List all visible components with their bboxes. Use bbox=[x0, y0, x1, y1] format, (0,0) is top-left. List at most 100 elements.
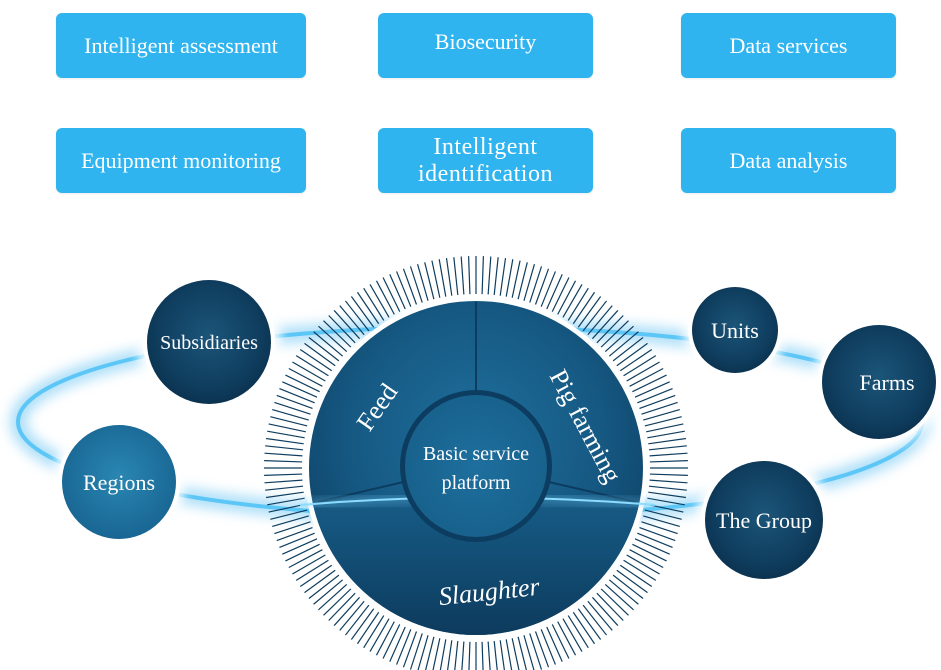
hub-tick bbox=[523, 635, 535, 670]
node-label: Units bbox=[711, 318, 759, 343]
hub-tick bbox=[643, 408, 680, 421]
node-farms: Farms bbox=[813, 316, 941, 448]
hub-tick bbox=[288, 549, 323, 569]
hub-tick bbox=[267, 497, 305, 506]
hub-tick bbox=[577, 608, 602, 640]
hub-tick bbox=[529, 633, 543, 670]
hub-tick bbox=[304, 569, 336, 594]
hub-tick bbox=[596, 315, 624, 344]
hub-tick bbox=[396, 271, 412, 307]
hub-tick bbox=[276, 526, 313, 542]
hub-tick bbox=[417, 635, 429, 670]
hub-tick bbox=[270, 416, 308, 427]
hub-tick bbox=[641, 401, 678, 415]
hub-center bbox=[405, 395, 547, 537]
service-data-services: Data services bbox=[681, 13, 896, 78]
hub-tick bbox=[616, 569, 648, 594]
hub-tick bbox=[626, 361, 660, 382]
hub-tick bbox=[264, 452, 303, 457]
service-intelligent-identification: Intelligent identification bbox=[378, 128, 593, 193]
hub-tick bbox=[350, 608, 375, 640]
hub-tick bbox=[396, 629, 412, 665]
hub-tick bbox=[356, 291, 380, 325]
hub-tick bbox=[629, 549, 664, 569]
hub-tick bbox=[382, 624, 401, 659]
hub-tick bbox=[572, 291, 596, 325]
hub-tick bbox=[438, 259, 447, 297]
hub-tick bbox=[600, 588, 629, 616]
hub-tick bbox=[534, 631, 550, 668]
hub-tick bbox=[282, 538, 318, 555]
hub-tick bbox=[604, 325, 634, 353]
service-label: Intelligent assessment bbox=[84, 32, 278, 58]
hub-tick bbox=[493, 640, 498, 670]
hub-tick bbox=[389, 626, 406, 662]
hub-tick bbox=[409, 633, 423, 670]
hub-tick bbox=[632, 374, 667, 393]
hub-tick bbox=[432, 638, 441, 670]
hub-tick bbox=[267, 430, 305, 439]
hub-tick bbox=[619, 564, 653, 588]
hub-tick bbox=[637, 532, 673, 548]
hub-tick bbox=[265, 437, 304, 445]
node-regions: Regions bbox=[53, 416, 185, 548]
hub-tick bbox=[274, 401, 311, 415]
hub-divider-left bbox=[317, 479, 413, 503]
hub-tick bbox=[632, 543, 667, 562]
node-label: The Group bbox=[716, 508, 812, 533]
node-label: Farms bbox=[860, 370, 915, 395]
hub-tick bbox=[591, 310, 619, 340]
hub-tick bbox=[333, 596, 361, 626]
hub-tick bbox=[313, 331, 344, 357]
hub-tick bbox=[648, 491, 687, 499]
hub-tick bbox=[647, 497, 685, 506]
hub-tick bbox=[481, 641, 484, 670]
hub-tick bbox=[572, 611, 596, 645]
node-units: Units bbox=[684, 279, 786, 381]
hub-tick bbox=[644, 509, 682, 520]
hub-tick bbox=[299, 348, 333, 372]
node-the-group: The Group bbox=[696, 452, 832, 588]
hub-tick bbox=[499, 257, 507, 296]
hub-tick bbox=[529, 266, 543, 303]
service-label: Data services bbox=[729, 32, 848, 58]
hub-tick bbox=[517, 262, 528, 300]
node-label: Regions bbox=[83, 470, 155, 495]
hub-tick bbox=[453, 257, 459, 296]
hub-tick bbox=[648, 445, 687, 451]
hub-tick bbox=[629, 367, 664, 387]
service-data-analysis: Data analysis bbox=[681, 128, 896, 193]
hub-tick bbox=[272, 515, 309, 528]
hub-tick bbox=[634, 381, 670, 398]
hub-tick bbox=[402, 631, 418, 668]
hub-tick bbox=[270, 509, 308, 520]
hub-tick bbox=[562, 618, 583, 652]
hub-tick bbox=[299, 564, 333, 588]
hub-tick bbox=[264, 479, 303, 484]
hub-tick bbox=[540, 629, 556, 665]
hub-tick bbox=[313, 579, 344, 605]
hub-tick bbox=[389, 274, 406, 310]
hub-tick bbox=[265, 491, 304, 499]
hub-tick bbox=[304, 342, 336, 367]
hub-tick bbox=[409, 266, 423, 303]
hub-tick bbox=[279, 388, 315, 404]
hub-tick bbox=[431, 260, 441, 298]
hub-divider-right bbox=[539, 479, 637, 503]
hub-tick bbox=[375, 621, 395, 656]
hub-tick bbox=[505, 259, 514, 297]
service-label-line2: identification bbox=[418, 160, 553, 187]
hub-tick bbox=[557, 621, 577, 656]
service-intelligent-assessment: Intelligent assessment bbox=[56, 13, 306, 78]
hub-tick bbox=[461, 641, 465, 670]
hub-tick bbox=[272, 408, 309, 421]
service-label: Biosecurity bbox=[434, 29, 537, 54]
hub-tick bbox=[481, 256, 484, 295]
hub-tick bbox=[425, 636, 435, 670]
hub-tick bbox=[416, 264, 429, 301]
hub-tick bbox=[363, 287, 385, 321]
hub-tick-ring bbox=[264, 256, 688, 670]
hub-tick bbox=[339, 600, 365, 631]
hub-tick bbox=[265, 485, 304, 491]
